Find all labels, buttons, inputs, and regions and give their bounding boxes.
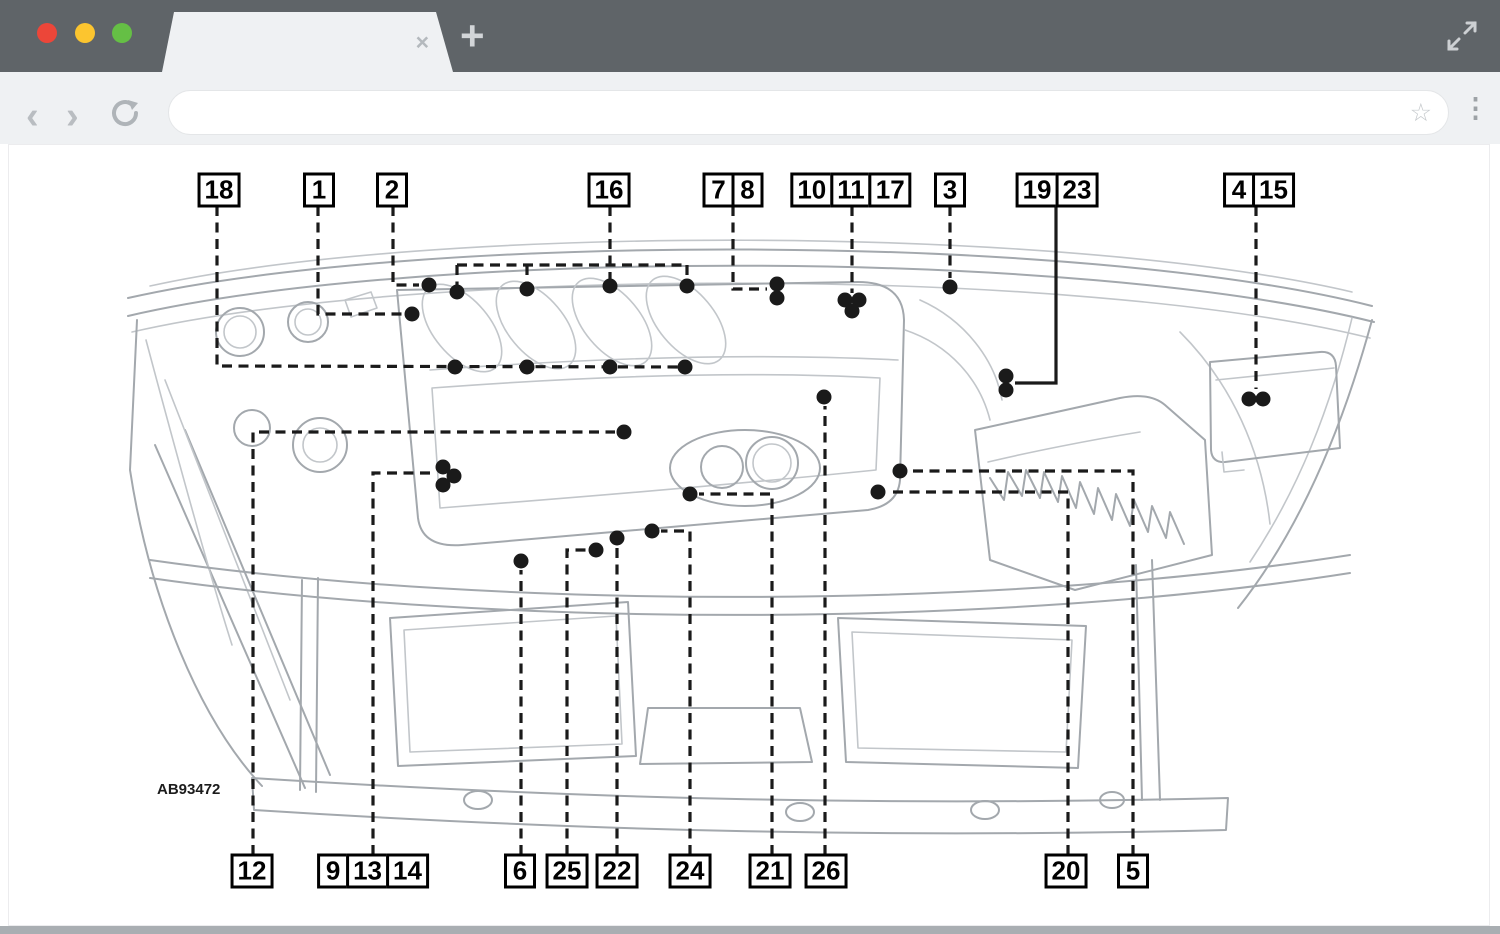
callout-dot-7-8 [769, 276, 785, 292]
leader-line-21 [699, 492, 774, 855]
address-bar[interactable]: ☆ [168, 90, 1449, 135]
address-bar-input[interactable] [169, 91, 1448, 134]
forward-button[interactable]: › [66, 95, 79, 137]
fullscreen-expand-icon[interactable] [1444, 18, 1480, 54]
bookmark-star-icon[interactable]: ☆ [1409, 99, 1432, 127]
maximize-window-button[interactable] [112, 23, 132, 43]
leader-line-20 [887, 490, 1070, 855]
leader-line-12 [251, 430, 615, 855]
leader-line-5 [909, 469, 1135, 855]
callout-dots [404, 276, 1271, 569]
callout-dot-18 [602, 359, 618, 375]
callout-dot-16 [449, 284, 465, 300]
callout-dot-6 [513, 553, 529, 569]
callout-dot-16 [679, 278, 695, 294]
page-content-area [8, 144, 1490, 926]
callout-dot-4-15 [1255, 391, 1271, 407]
engine-artwork [127, 239, 1375, 835]
leader-line-2 [391, 206, 419, 287]
leader-line-25 [565, 548, 587, 855]
browser-menu-icon[interactable]: ⋮ [1462, 93, 1489, 123]
callout-dot-5 [892, 463, 908, 479]
minimize-window-button[interactable] [75, 23, 95, 43]
callout-dot-10-11-17 [851, 292, 867, 308]
callout-dot-22 [609, 530, 625, 546]
callout-dot-1 [404, 306, 420, 322]
browser-tab[interactable]: × [162, 12, 453, 72]
callout-dot-16 [519, 281, 535, 297]
close-window-button[interactable] [37, 23, 57, 43]
callout-dot-18 [519, 359, 535, 375]
leader-line-1 [316, 206, 403, 316]
tab-close-icon[interactable]: × [415, 29, 429, 55]
window-bottom-edge [0, 926, 1500, 934]
callout-dot-4-15 [1241, 391, 1257, 407]
leader-line-19-23 [1015, 206, 1058, 385]
new-tab-button[interactable]: + [460, 12, 485, 59]
callout-dot-18 [677, 359, 693, 375]
leader-line-7-8 [731, 206, 767, 291]
leader-line-18 [215, 206, 687, 369]
callout-dot-25 [588, 542, 604, 558]
callout-dot-12 [616, 424, 632, 440]
back-button[interactable]: ‹ [26, 95, 39, 137]
callout-dot-9-13-14 [435, 477, 451, 493]
callout-dot-9-13-14 [446, 468, 462, 484]
callout-dot-20 [870, 484, 886, 500]
callout-dot-19-23 [998, 382, 1014, 398]
callout-dot-7-8 [769, 290, 785, 306]
callout-dot-3 [942, 279, 958, 295]
callout-dot-19-23 [998, 368, 1014, 384]
figure-id-label: AB93472 [157, 781, 221, 798]
callout-leader-lines [215, 206, 1258, 855]
leader-line-24 [661, 529, 692, 855]
reload-button[interactable] [108, 96, 142, 130]
callout-dot-26 [816, 389, 832, 405]
callout-dot-9-13-14 [435, 459, 451, 475]
leader-line-9-13-14 [371, 471, 431, 855]
callout-dot-10-11-17 [837, 292, 853, 308]
callout-dot-10-11-17 [844, 303, 860, 319]
callout-dot-21 [682, 486, 698, 502]
callout-dot-2 [421, 277, 437, 293]
callout-dot-18 [447, 359, 463, 375]
callout-dot-16 [602, 278, 618, 294]
callout-dot-24 [644, 523, 660, 539]
